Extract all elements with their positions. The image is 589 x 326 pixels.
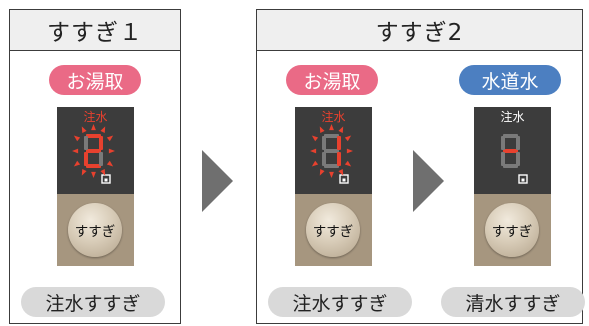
segment-c	[337, 152, 341, 166]
segment-f	[501, 136, 505, 150]
segment-g	[503, 149, 518, 153]
step-title: すすぎ2	[257, 10, 582, 51]
tap-water-badge: 水道水	[459, 65, 561, 95]
step-title: すすぎ１	[10, 10, 180, 51]
segment-d	[86, 164, 101, 168]
blink-ray	[338, 169, 344, 176]
segment-g	[324, 149, 339, 153]
tank-icon-dot	[342, 178, 346, 182]
blink-ray	[319, 126, 325, 133]
blink-ray	[100, 169, 106, 176]
display-label: 注水	[321, 110, 346, 124]
blink-ray	[338, 126, 344, 133]
mode-caption: 注水すすぎ	[21, 287, 165, 317]
segment-b	[516, 136, 520, 150]
blink-ray	[319, 169, 325, 176]
segment-g	[86, 149, 101, 153]
blink-ray	[346, 148, 353, 154]
arrow-right-icon	[202, 150, 233, 212]
blink-ray	[91, 124, 96, 131]
hot-water-badge: お湯取	[49, 65, 141, 95]
blink-ray	[108, 148, 115, 154]
blink-ray	[72, 148, 79, 154]
segment-a	[324, 134, 339, 138]
rinse-button[interactable]: すすぎ	[485, 203, 539, 257]
segment-a	[503, 134, 518, 138]
rinse-button-panel: すすぎ	[474, 194, 551, 266]
segment-e	[322, 152, 326, 166]
segment-e	[501, 152, 505, 166]
digit-display: 注水	[57, 107, 134, 194]
segment-c	[516, 152, 520, 166]
digit-display: 注水	[474, 107, 551, 194]
arrow-right-icon	[413, 150, 444, 212]
digit-display: 注水	[295, 107, 372, 194]
segment-b	[99, 136, 103, 150]
tank-icon	[101, 174, 111, 184]
blink-ray	[106, 135, 114, 142]
blink-ray	[344, 135, 352, 142]
display-label: 注水	[83, 110, 108, 124]
seven-segment-digit	[72, 124, 115, 184]
blink-ray	[81, 126, 87, 133]
hot-water-badge: お湯取	[286, 65, 378, 95]
blink-ray	[311, 135, 319, 142]
segment-c	[99, 152, 103, 166]
blink-ray	[106, 160, 114, 167]
rinse-button-panel: すすぎ	[295, 194, 372, 266]
segment-f	[322, 136, 326, 150]
tank-icon	[339, 174, 349, 184]
blink-ray	[329, 171, 334, 178]
blink-ray	[329, 124, 334, 131]
rinse-button-panel: すすぎ	[57, 194, 134, 266]
blink-ray	[100, 126, 106, 133]
tank-icon	[518, 174, 528, 184]
blink-ray	[344, 160, 352, 167]
blink-ray	[91, 171, 96, 178]
blink-ray	[81, 169, 87, 176]
segment-d	[503, 164, 518, 168]
blink-ray	[73, 135, 81, 142]
rinse-button[interactable]: すすぎ	[306, 203, 360, 257]
seven-segment-digit	[310, 124, 353, 184]
mode-caption: 清水すすぎ	[441, 287, 585, 317]
segment-f	[84, 136, 88, 150]
blink-ray	[310, 148, 317, 154]
segment-d	[324, 164, 339, 168]
blink-ray	[73, 160, 81, 167]
segment-a	[86, 134, 101, 138]
step-panel-1: すすぎ１	[9, 9, 181, 324]
segment-e	[84, 152, 88, 166]
mode-caption: 注水すすぎ	[268, 287, 412, 317]
blink-ray	[311, 160, 319, 167]
display-label: 注水	[500, 110, 525, 124]
seven-segment-digit	[501, 134, 528, 184]
tank-icon-dot	[521, 178, 525, 182]
segment-b	[337, 136, 341, 150]
rinse-button[interactable]: すすぎ	[68, 203, 122, 257]
tank-icon-dot	[104, 178, 108, 182]
